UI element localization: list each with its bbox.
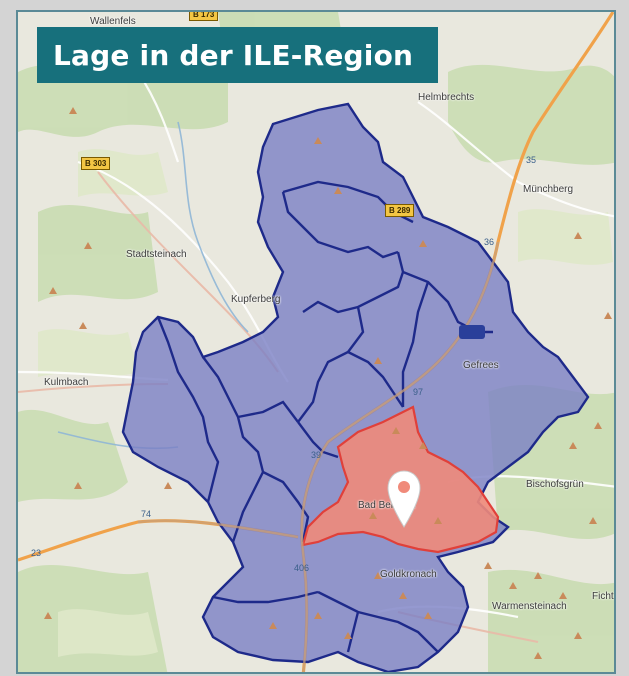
place-label-stadtsteinach[interactable]: Stadtsteinach bbox=[126, 249, 187, 260]
place-label-bischofsgruen[interactable]: Bischofsgrün bbox=[526, 479, 584, 490]
road-shield-b173: B 173 bbox=[189, 12, 219, 21]
route-number: 35 bbox=[526, 155, 537, 165]
place-label-wallenfels[interactable]: Wallenfels bbox=[90, 16, 136, 27]
route-number: 23 bbox=[31, 548, 42, 558]
title-banner: Lage in der ILE-Region bbox=[37, 27, 438, 83]
route-number: 406 bbox=[294, 563, 310, 573]
road-shield-b289: B 289 bbox=[385, 204, 415, 217]
route-number: 36 bbox=[484, 237, 495, 247]
map-canvas[interactable] bbox=[18, 12, 616, 674]
peak-markers bbox=[44, 107, 612, 659]
page-title: Lage in der ILE-Region bbox=[53, 38, 414, 72]
field-patches bbox=[38, 149, 613, 657]
route-number: 74 bbox=[141, 509, 152, 519]
place-label-warmensteinach[interactable]: Warmensteinach bbox=[492, 601, 567, 612]
map-panel[interactable]: Lage in der ILE-Region Wallenfels Helmbr… bbox=[16, 10, 616, 674]
place-label-gefrees[interactable]: Gefrees bbox=[463, 360, 499, 371]
place-label-bad-berneck[interactable]: Bad Berneck bbox=[358, 500, 416, 511]
junction-badge bbox=[459, 325, 485, 339]
place-label-helmbrechts[interactable]: Helmbrechts bbox=[418, 92, 475, 103]
route-number: 97 bbox=[413, 387, 424, 397]
place-label-ficht[interactable]: Ficht bbox=[592, 591, 614, 602]
place-label-muenchberg[interactable]: Münchberg bbox=[523, 184, 574, 195]
location-pin-icon[interactable] bbox=[386, 469, 422, 531]
road-shield-b303: B 303 bbox=[81, 157, 111, 170]
place-label-goldkronach[interactable]: Goldkronach bbox=[380, 569, 437, 580]
place-label-kulmbach[interactable]: Kulmbach bbox=[44, 377, 89, 388]
place-label-kupferberg[interactable]: Kupferberg bbox=[231, 294, 281, 305]
route-number: 39 bbox=[311, 450, 322, 460]
